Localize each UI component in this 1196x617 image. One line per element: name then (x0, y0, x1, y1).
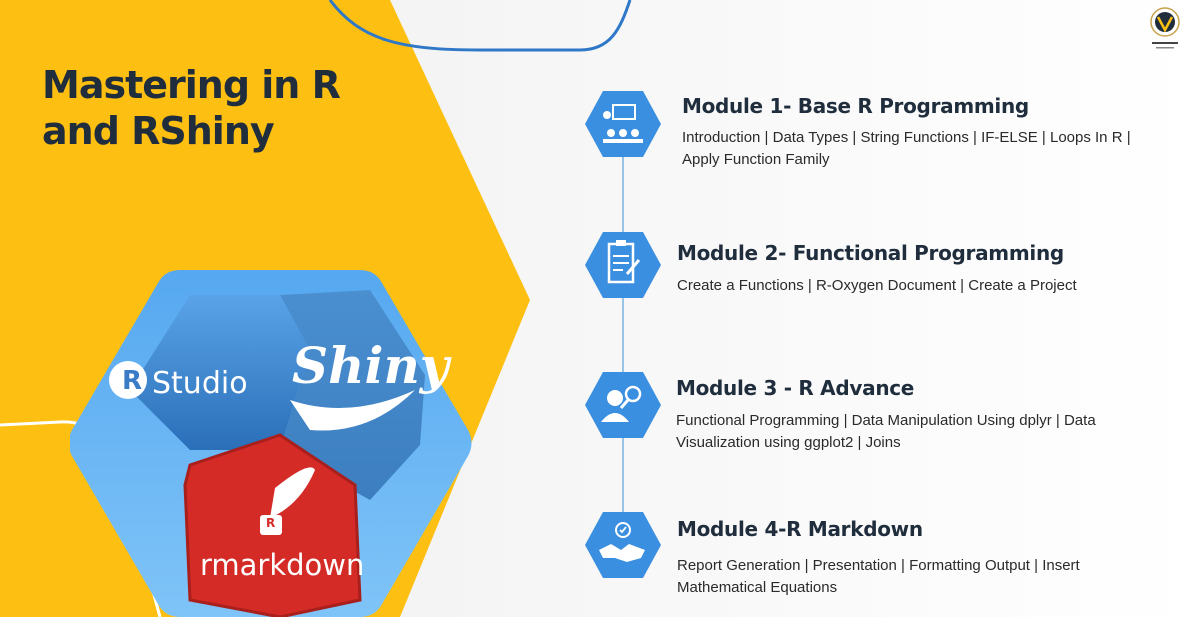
rmarkdown-r-letter: R (266, 516, 276, 530)
page-title: Mastering in R and RShiny (42, 63, 341, 153)
module-2-description: Create a Functions | R-Oxygen Document |… (677, 277, 1077, 294)
module-2-title: Module 2- Functional Programming (677, 241, 1064, 265)
checklist-icon (585, 232, 661, 298)
rstudio-hexagon (130, 295, 310, 450)
handshake-icon (585, 512, 661, 578)
module-3-description: Functional Programming | Data Manipulati… (676, 412, 1096, 451)
module-4-title: Module 4-R Markdown (677, 517, 923, 541)
module-1-description: Introduction | Data Types | String Funct… (682, 129, 1131, 168)
search-person-icon (585, 372, 661, 438)
timeline-connector (622, 140, 624, 540)
rstudio-word: Studio (152, 366, 248, 401)
shiny-hexagon (280, 290, 425, 500)
presentation-icon (585, 91, 661, 157)
r-tools-hexagon-cluster: R Studio Shiny R rmarkdown (68, 270, 490, 617)
module-4-description: Report Generation | Presentation | Forma… (677, 557, 1080, 596)
hexagon-frame (68, 270, 472, 617)
rstudio-r-letter: R (122, 366, 143, 396)
rmarkdown-word: rmarkdown (200, 548, 365, 582)
module-3-title: Module 3 - R Advance (676, 376, 915, 400)
shiny-word: Shiny (292, 336, 449, 395)
module-1-title: Module 1- Base R Programming (682, 94, 1029, 118)
learning-edge-logo (1150, 7, 1180, 49)
